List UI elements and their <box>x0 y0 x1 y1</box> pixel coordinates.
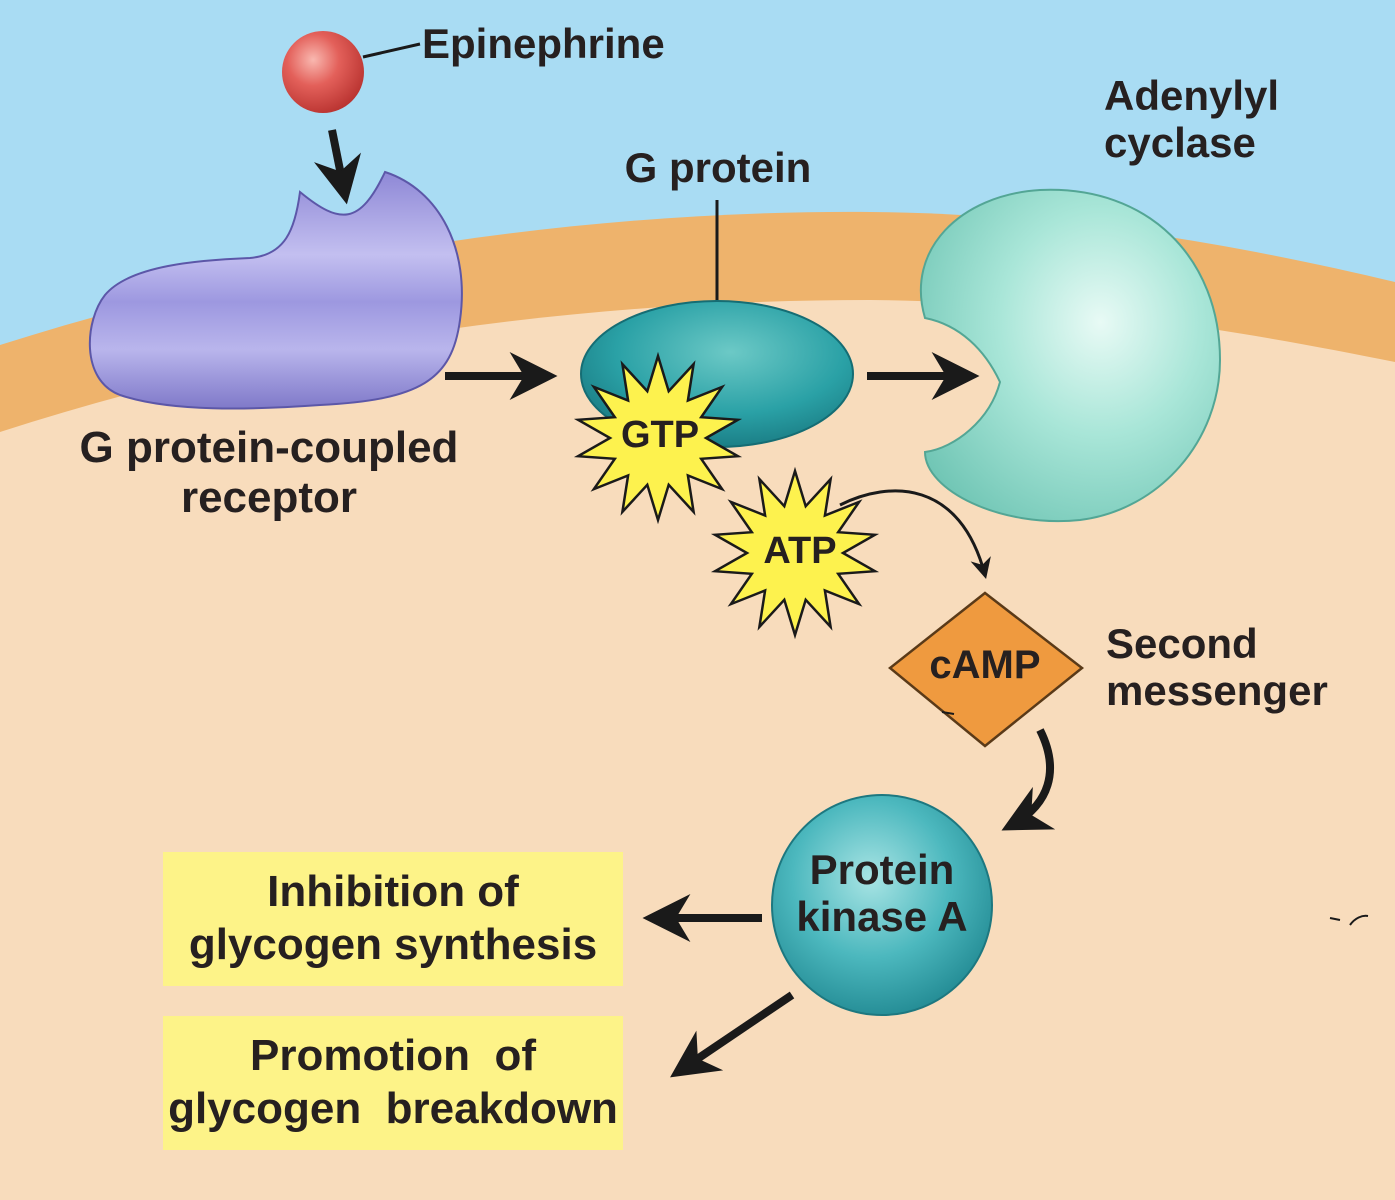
second-messenger-label-line: messenger <box>1106 667 1328 715</box>
camp-mark <box>941 711 955 715</box>
outcome-box-inhibition: Inhibition of glycogen synthesis <box>163 852 623 986</box>
outcome-line: glycogen breakdown <box>168 1084 618 1133</box>
second-messenger-label-line: Second <box>1106 620 1258 667</box>
outcome-box-promotion: Promotion of glycogen breakdown <box>163 1016 623 1150</box>
camp-label: cAMP <box>929 643 1041 687</box>
gtp-starburst <box>573 351 743 525</box>
atp-conversion-arrow <box>839 489 991 580</box>
gpcr-label-line: G protein-coupled <box>79 423 459 472</box>
receptor-protein <box>88 170 463 410</box>
protein-kinase-a-label: Protein kinase A <box>772 846 992 941</box>
atp-starburst <box>710 466 880 640</box>
protein-kinase-a <box>771 794 993 1016</box>
pka-to-promotion-arrow <box>670 991 795 1078</box>
protein-kinase-a-label-line: kinase A <box>796 893 968 941</box>
adenylyl-cyclase <box>919 188 1222 523</box>
outcome-line: Promotion of <box>250 1031 536 1081</box>
camp-to-pka-arrow <box>1001 728 1056 831</box>
adenylyl-cyclase-label: Adenylyl cyclase <box>1104 72 1279 167</box>
stray-mark <box>1329 914 1369 926</box>
gpcr-label-line: receptor <box>180 472 358 522</box>
epinephrine-molecule <box>282 31 364 113</box>
g-protein-label: G protein <box>624 144 812 191</box>
atp-label: ATP <box>763 530 837 572</box>
adenylyl-cyclase-label-line: cyclase <box>1104 119 1256 167</box>
gpcr-label: G protein-coupled receptor <box>44 423 494 522</box>
epinephrine-label: Epinephrine <box>422 20 665 67</box>
outcome-line: Inhibition of <box>267 867 519 917</box>
second-messenger-label: Second messenger <box>1106 620 1328 715</box>
adenylyl-cyclase-label-line: Adenylyl <box>1104 72 1280 119</box>
camp-diamond <box>888 591 1085 748</box>
outcome-line: glycogen synthesis <box>188 920 598 969</box>
gtp-label: GTP <box>620 414 700 456</box>
binding-arrow <box>313 129 362 205</box>
epinephrine-leader-line <box>362 42 421 59</box>
protein-kinase-a-label-line: Protein <box>809 846 955 893</box>
